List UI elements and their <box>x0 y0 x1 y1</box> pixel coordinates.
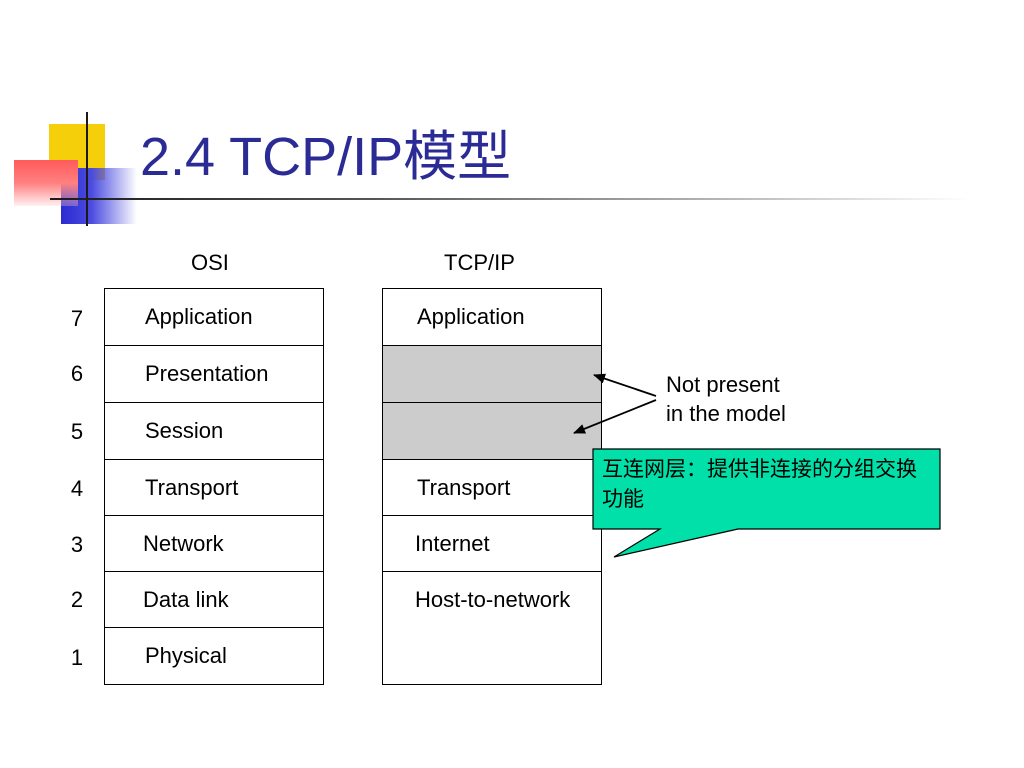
not-present-note: Not present in the model <box>666 370 786 428</box>
tcpip-heading: TCP/IP <box>444 250 515 275</box>
osi-layer-application: Application <box>105 289 323 345</box>
tcpip-layer-absent-1 <box>383 345 601 402</box>
tcpip-layer-transport: Transport <box>383 459 601 515</box>
osi-layer-session: Session <box>105 402 323 459</box>
ornament-vertical-line <box>86 112 88 226</box>
arrow-to-session-gap <box>573 399 657 434</box>
tcpip-layer-label: Transport <box>417 474 511 500</box>
tcpip-layer-application: Application <box>383 289 601 345</box>
osi-stack: Application Presentation Session Transpo… <box>104 288 324 685</box>
osi-layer-label: Session <box>145 418 224 443</box>
osi-layer-label: Network <box>143 530 224 556</box>
layer-number: 2 <box>70 587 84 612</box>
osi-layer-label: Data link <box>143 586 229 612</box>
title-underline <box>50 198 970 200</box>
osi-layer-label: Application <box>145 304 253 329</box>
layer-number: 6 <box>70 361 84 386</box>
tcpip-layer-label: Host-to-network <box>415 586 571 612</box>
layer-number: 5 <box>70 419 84 444</box>
layer-number: 3 <box>70 532 84 557</box>
osi-layer-data-link: Data link <box>105 571 323 627</box>
layer-number: 4 <box>70 476 84 501</box>
callout-bubble <box>592 448 941 558</box>
slide-title: 2.4 TCP/IP模型 <box>140 127 512 187</box>
note-line-2: in the model <box>666 401 786 426</box>
osi-layer-network: Network <box>105 515 323 571</box>
tcpip-layer-label: Application <box>417 304 525 329</box>
osi-layer-transport: Transport <box>105 459 323 515</box>
arrow-to-presentation-gap <box>593 373 657 397</box>
tcpip-stack: Application Transport Internet Host-to-n… <box>382 288 602 685</box>
callout-text: 互连网层：提供非连接的分组交换功能 <box>602 457 917 511</box>
note-line-1: Not present <box>666 372 780 397</box>
layer-number: 7 <box>70 306 84 331</box>
osi-layer-physical: Physical <box>105 627 323 684</box>
tcpip-layer-absent-2 <box>383 402 601 459</box>
osi-layer-label: Transport <box>145 474 239 500</box>
layer-number: 1 <box>70 645 84 670</box>
osi-layer-presentation: Presentation <box>105 345 323 402</box>
osi-layer-label: Physical <box>145 643 227 668</box>
osi-layer-label: Presentation <box>145 361 269 386</box>
tcpip-layer-host-to-network: Host-to-network <box>383 571 601 627</box>
osi-heading: OSI <box>191 250 229 275</box>
tcpip-layer-label: Internet <box>415 530 490 556</box>
tcpip-layer-internet: Internet <box>383 515 601 571</box>
